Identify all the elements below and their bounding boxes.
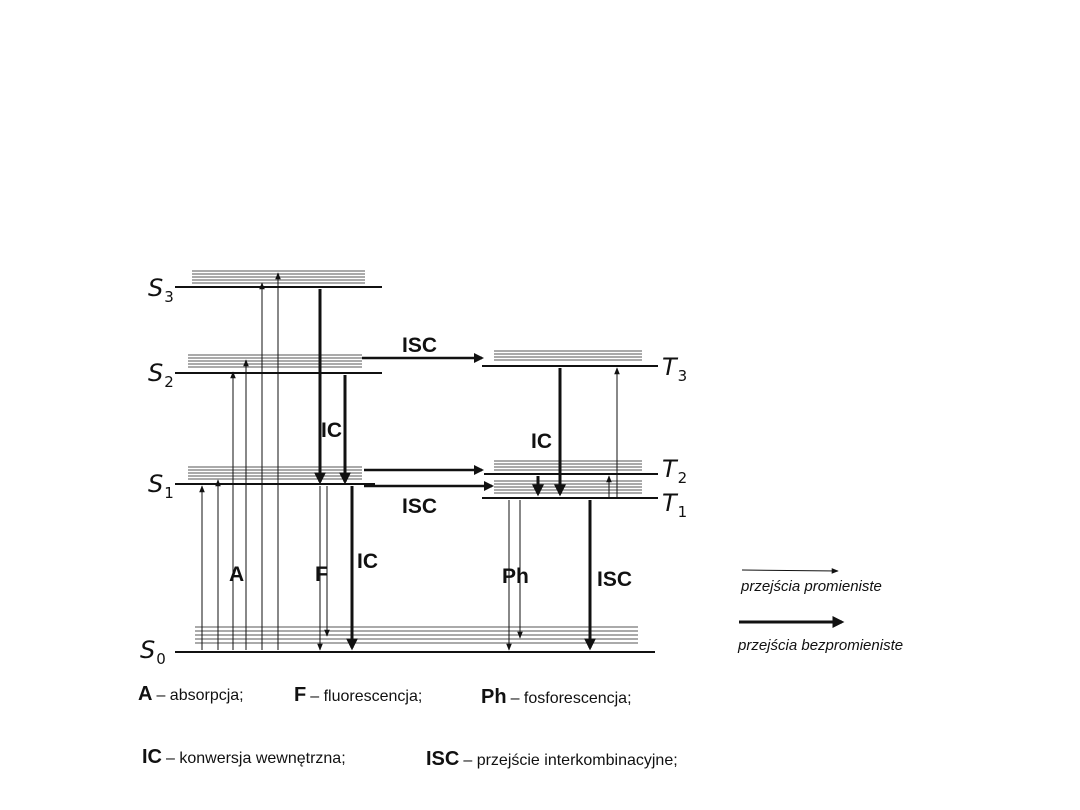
label-ic-t3-t1: IC — [531, 430, 552, 453]
definitions: A– absorpcja; F– fluorescencja; Ph– fosf… — [138, 683, 678, 770]
label-isc-top: ISC — [402, 334, 437, 357]
label-a: A — [229, 563, 244, 586]
definition-a: A– absorpcja; — [138, 683, 244, 705]
label-f: F — [315, 563, 328, 586]
definition-ph: Ph– fosforescencja; — [481, 686, 632, 708]
label-t1: T1 — [662, 489, 687, 521]
legend-nonradiative-label: przejścia bezpromieniste — [737, 637, 903, 654]
isc-horizontal-arrows — [362, 353, 494, 491]
absorption-arrows — [199, 272, 281, 650]
label-s2: S2 — [148, 359, 174, 391]
level-t1 — [482, 480, 658, 499]
definition-ic: IC– konwersja wewnętrzna; — [142, 746, 346, 768]
ic-triplet-arrows — [532, 368, 596, 651]
legend-radiative-label: przejścia promieniste — [740, 578, 882, 595]
level-t3 — [482, 350, 658, 367]
label-t2: T2 — [662, 455, 687, 487]
level-s0 — [175, 626, 655, 653]
label-isc-mid: ISC — [402, 495, 437, 518]
triplet-absorption-arrows — [606, 367, 620, 498]
legend-radiative-arrow — [741, 568, 839, 574]
legend: przejścia promieniste przejścia bezpromi… — [737, 568, 903, 654]
definition-f: F– fluorescencja; — [294, 684, 422, 706]
label-ic-s2-s1: IC — [321, 419, 342, 442]
label-ph: Ph — [502, 565, 529, 588]
label-t3: T3 — [662, 353, 687, 385]
level-s1 — [175, 466, 375, 485]
label-ic-s1-s0: IC — [357, 550, 378, 573]
label-s3: S3 — [148, 274, 174, 306]
label-s1: S1 — [148, 470, 174, 502]
ic-singlet-arrows — [314, 289, 358, 651]
label-s0: S0 — [140, 636, 166, 668]
fluorescence-arrows — [317, 486, 330, 651]
phosphorescence-arrows — [506, 500, 523, 651]
definition-isc: ISC– przejście interkombinacyjne; — [426, 748, 678, 770]
label-isc-right: ISC — [597, 568, 632, 591]
level-t2 — [484, 460, 658, 475]
